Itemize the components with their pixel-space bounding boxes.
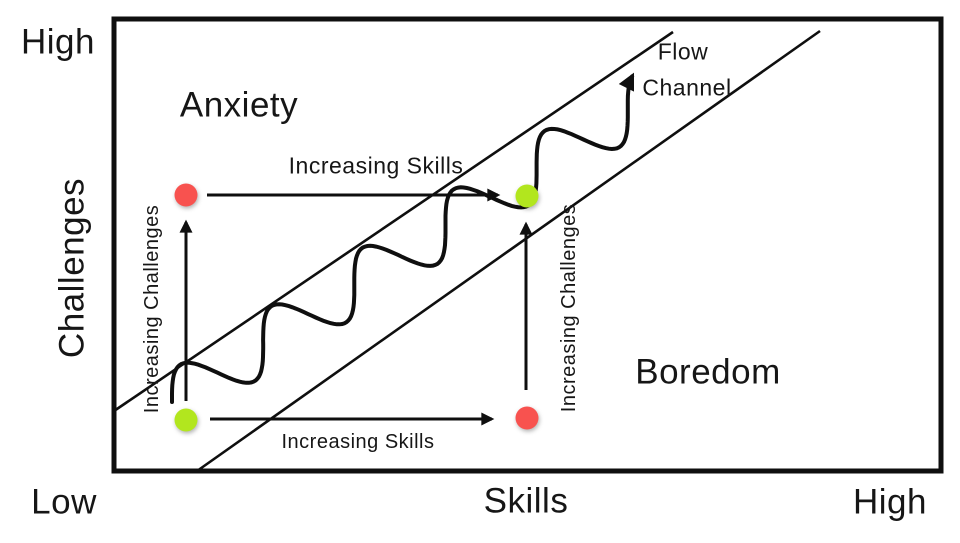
- flow-channel-upper-line: [113, 30, 674, 413]
- flow-wave-arrow: [170, 72, 635, 404]
- flow-channel-label-line2: Channel: [642, 74, 732, 101]
- dot-high-challenge-high-skill: [515, 184, 539, 208]
- x-axis-high-label: High: [853, 482, 927, 522]
- increasing-challenges-label-left: Increasing Challenges: [141, 204, 163, 414]
- flow-channel-label-line1: Flow: [657, 38, 709, 65]
- anxiety-region-label: Anxiety: [179, 85, 299, 125]
- y-axis-low-label: Low: [31, 482, 97, 522]
- increasing-skills-label-bottom: Increasing Skills: [281, 431, 435, 453]
- flow-channel-lower-line: [196, 29, 821, 473]
- increasing-challenges-label-right: Increasing Challenges: [558, 203, 580, 413]
- y-axis-title: Challenges: [52, 177, 92, 359]
- boredom-region-label: Boredom: [635, 352, 781, 392]
- y-axis-high-label: High: [21, 22, 95, 62]
- plot-border: [111, 16, 944, 474]
- dot-low-challenge-high-skill: [515, 406, 539, 430]
- dot-high-challenge-low-skill: [174, 183, 198, 207]
- increasing-skills-label-top: Increasing Skills: [288, 152, 464, 179]
- x-axis-title: Skills: [483, 481, 569, 521]
- dot-low-challenge-low-skill: [174, 408, 198, 432]
